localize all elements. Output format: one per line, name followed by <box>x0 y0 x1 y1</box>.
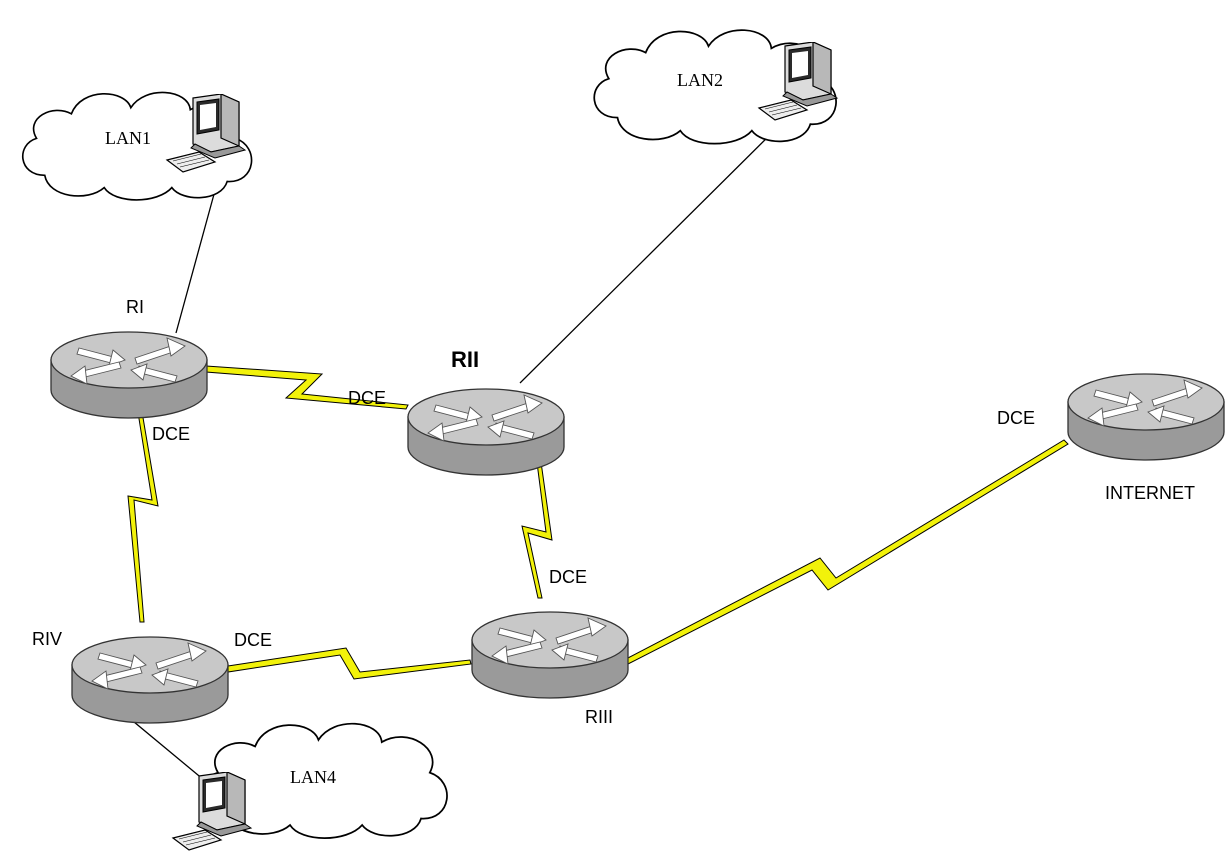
link-lan2-rii <box>519 119 786 384</box>
dce-label-rii-riii: DCE <box>549 567 587 587</box>
router-icon <box>71 636 229 724</box>
dce-label-ri-riv: DCE <box>152 424 190 444</box>
router-label-ri: RI <box>126 297 144 317</box>
serial-link-ri-rii <box>205 365 409 410</box>
dce-label-riii-internet: DCE <box>997 408 1035 428</box>
link-riv-lan4 <box>121 711 211 786</box>
serial-link-rii-riii <box>521 454 553 599</box>
serial-link-ri-riv <box>127 399 159 623</box>
router-label-internet: INTERNET <box>1105 483 1195 503</box>
dce-label-ri-rii: DCE <box>348 388 386 408</box>
router-icon <box>50 331 208 419</box>
lan4-label: LAN4 <box>290 767 336 787</box>
serial-link-riii-internet <box>623 439 1069 665</box>
router-label-rii: RII <box>451 347 479 372</box>
router-icon <box>1067 373 1225 461</box>
router-icon <box>407 388 565 476</box>
lan2-label: LAN2 <box>677 70 723 90</box>
router-label-riii: RIII <box>585 707 613 727</box>
router-label-riv: RIV <box>32 629 62 649</box>
router-icon <box>471 611 629 699</box>
serial-link-riv-riii <box>227 647 472 680</box>
serial-links <box>127 365 1069 680</box>
computer-icon <box>172 772 252 851</box>
dce-label-riv-riii: DCE <box>234 630 272 650</box>
lan1-label: LAN1 <box>105 128 151 148</box>
